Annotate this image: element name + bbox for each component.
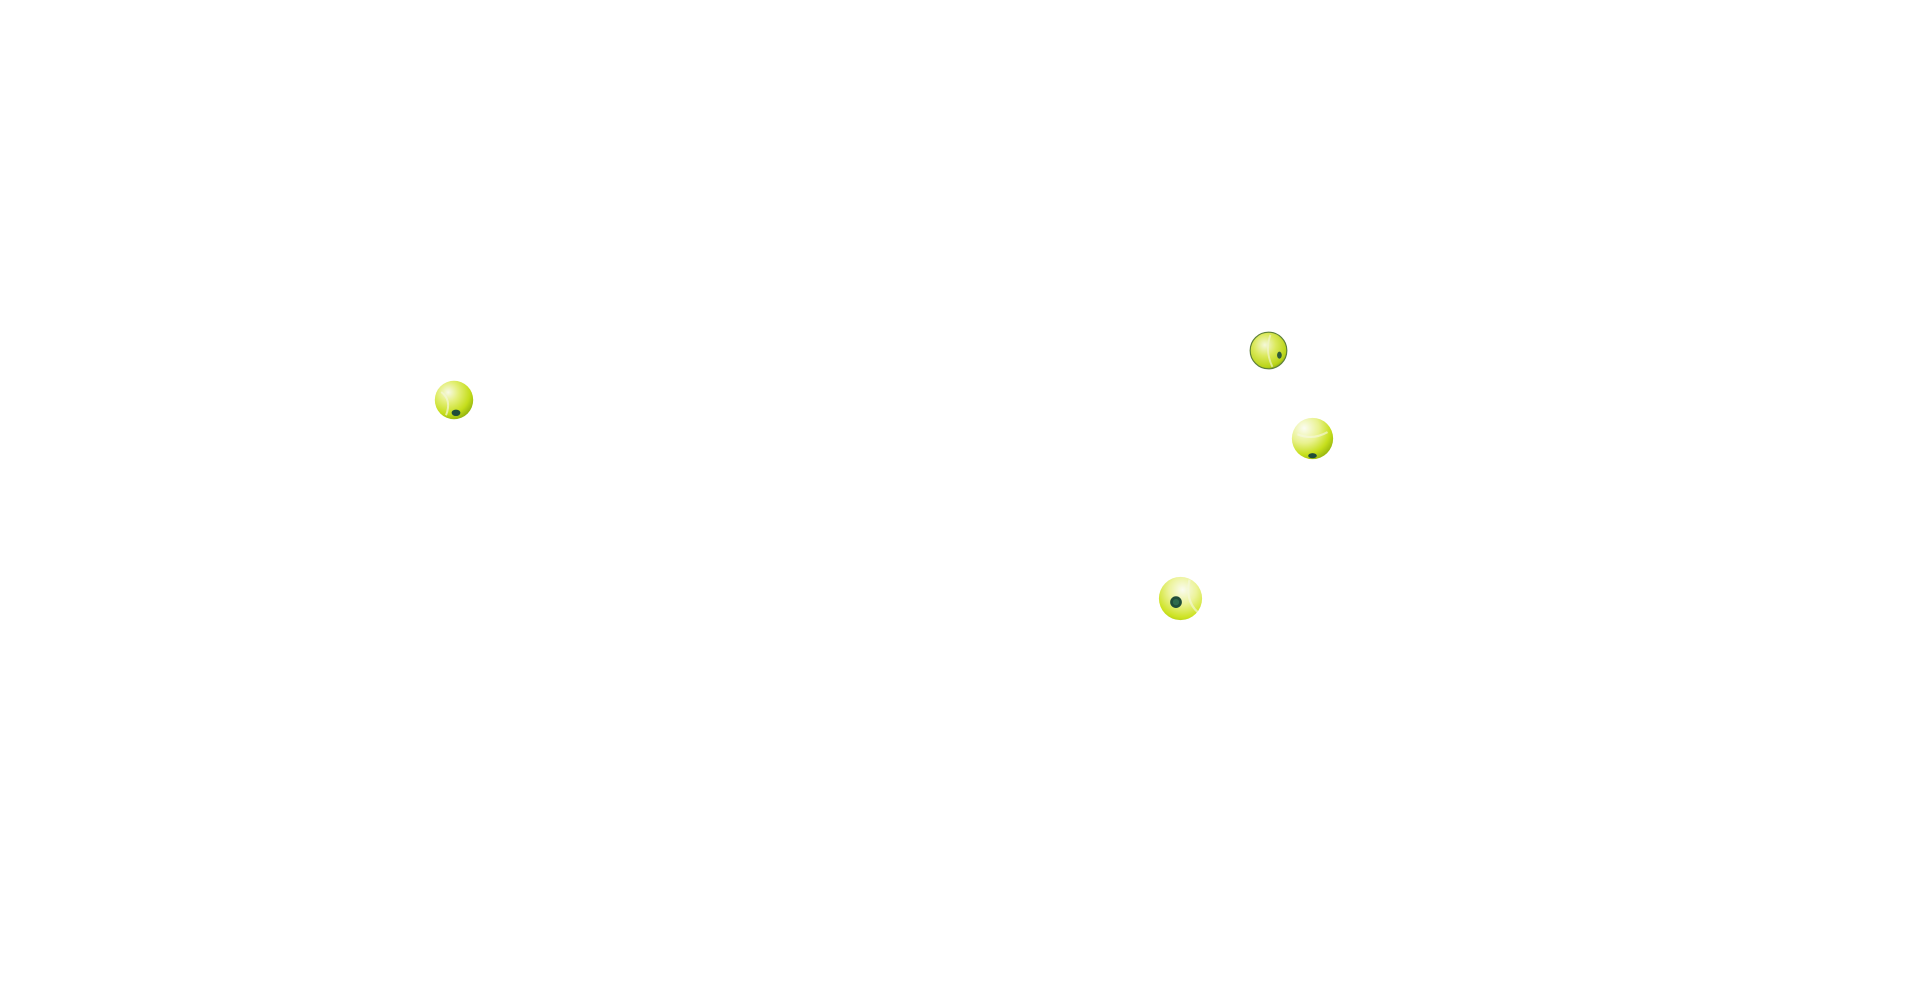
tennis-ball-4 [1158,576,1203,621]
tennis-ball-2-graphic [1249,331,1288,370]
tennis-ball-1-graphic [434,380,474,420]
tennis-ball-1 [434,380,474,420]
tennis-ball-4-graphic [1158,576,1203,621]
tennis-ball-3-graphic [1291,417,1334,460]
tennis-ball-2 [1249,331,1288,370]
tennis-ball-3 [1291,417,1334,460]
